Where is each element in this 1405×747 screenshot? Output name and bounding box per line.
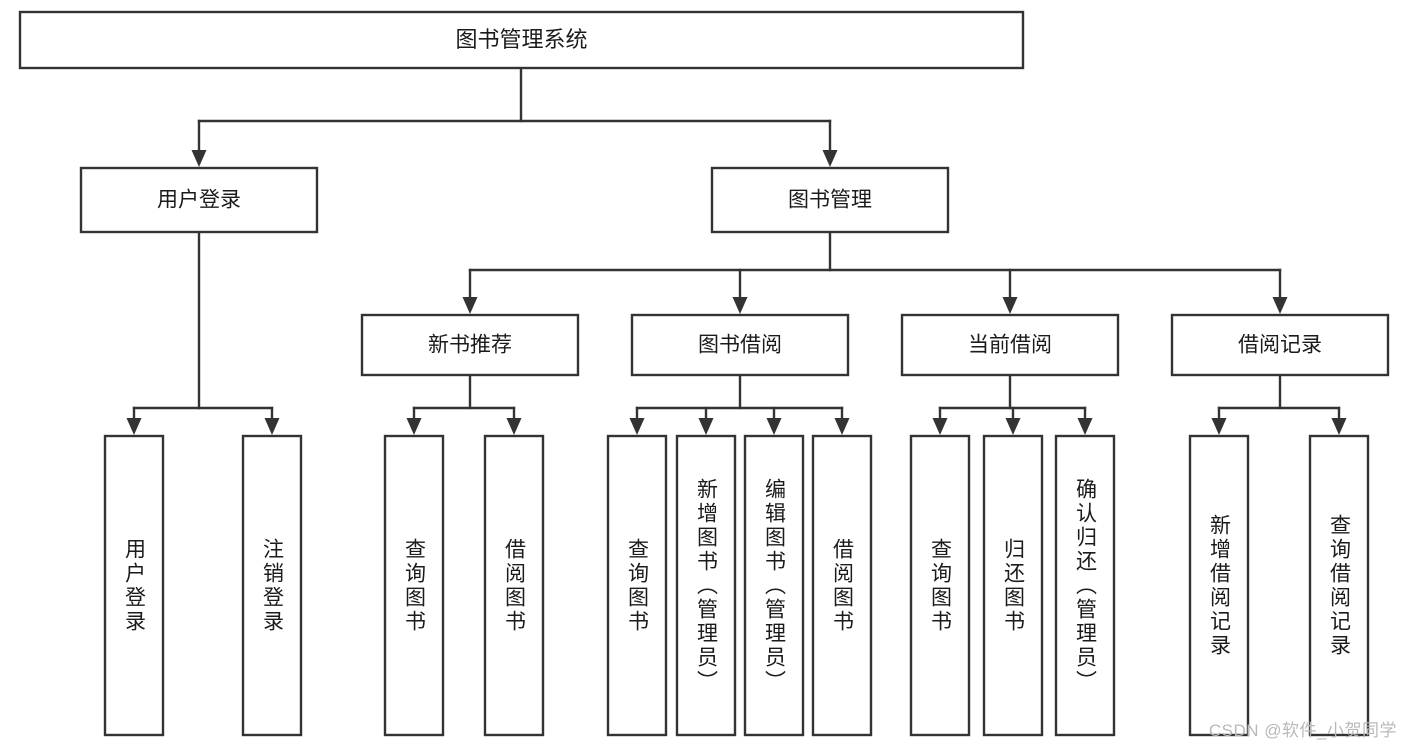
leaf-node-4[interactable] xyxy=(606,434,668,737)
level3-node-2-label: 当前借阅 xyxy=(968,334,1052,357)
level3-node-1-label: 图书借阅 xyxy=(698,334,782,357)
leaf-node-10[interactable] xyxy=(1054,434,1116,737)
arrow-head-icon xyxy=(1211,418,1227,435)
level2-node-1[interactable] xyxy=(710,166,950,234)
arrow-head-icon xyxy=(1002,297,1018,314)
arrow-head-icon xyxy=(462,297,478,314)
level2-node-0-label: 用户登录 xyxy=(157,189,241,212)
root-node-node-图书管理系统[interactable] xyxy=(18,10,1025,70)
level3-node-3[interactable] xyxy=(1170,313,1390,377)
leaf-node-0[interactable] xyxy=(103,434,165,737)
level3-node-0[interactable] xyxy=(360,313,580,377)
arrow-head-icon xyxy=(264,418,280,435)
arrow-head-icon xyxy=(1272,297,1288,314)
watermark: CSDN @软件_小贺同学 xyxy=(1208,721,1397,740)
leaf-node-11[interactable] xyxy=(1188,434,1250,737)
leaf-node-3[interactable] xyxy=(483,434,545,737)
leaf-node-8[interactable] xyxy=(909,434,971,737)
arrow-head-icon xyxy=(1005,418,1021,435)
connector-layer xyxy=(126,66,1347,435)
level3-node-0-label: 新书推荐 xyxy=(428,334,512,357)
level3-node-3-label: 借阅记录 xyxy=(1238,334,1322,357)
box-layer xyxy=(18,10,1390,737)
arrow-head-icon xyxy=(406,418,422,435)
arrow-head-icon xyxy=(629,418,645,435)
arrow-head-icon xyxy=(822,150,838,167)
arrow-head-icon xyxy=(1077,418,1093,435)
leaf-node-9[interactable] xyxy=(982,434,1044,737)
arrow-head-icon xyxy=(126,418,142,435)
level2-node-0[interactable] xyxy=(79,166,319,234)
leaf-node-7[interactable] xyxy=(811,434,873,737)
arrow-head-icon xyxy=(1331,418,1347,435)
arrow-head-icon xyxy=(698,418,714,435)
arrow-head-icon xyxy=(766,418,782,435)
leaf-node-12[interactable] xyxy=(1308,434,1370,737)
leaf-node-2[interactable] xyxy=(383,434,445,737)
arrow-head-icon xyxy=(834,418,850,435)
root-node-node-图书管理系统-label: 图书管理系统 xyxy=(455,27,587,52)
level3-node-2[interactable] xyxy=(900,313,1120,377)
arrow-head-icon xyxy=(732,297,748,314)
leaf-node-6[interactable] xyxy=(743,434,805,737)
leaf-node-1[interactable] xyxy=(241,434,303,737)
arrow-head-icon xyxy=(191,150,207,167)
arrow-head-icon xyxy=(506,418,522,435)
level3-node-1[interactable] xyxy=(630,313,850,377)
arrow-head-icon xyxy=(932,418,948,435)
level2-node-1-label: 图书管理 xyxy=(788,189,872,212)
leaf-node-5[interactable] xyxy=(675,434,737,737)
